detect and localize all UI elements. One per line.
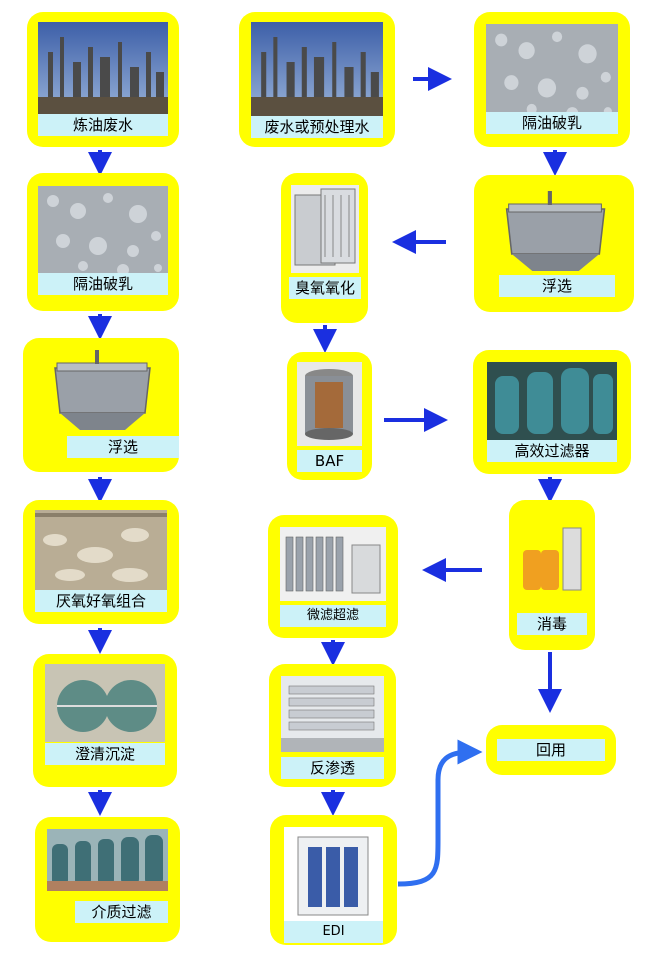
node-high-efficiency-filter: 高效过滤器 bbox=[473, 350, 631, 474]
water-droplets-photo bbox=[486, 24, 618, 122]
node-label: 废水或预处理水 bbox=[251, 116, 383, 138]
node-label: 浮选 bbox=[67, 436, 179, 458]
node-r-flotation: 浮选 bbox=[474, 175, 634, 312]
node-label: 高效过滤器 bbox=[487, 440, 617, 462]
node-reuse: 回用 bbox=[486, 725, 616, 775]
node-flotation: 浮选 bbox=[23, 338, 179, 472]
node-label: 介质过滤 bbox=[75, 901, 168, 923]
node-label: 炼油废水 bbox=[38, 114, 168, 136]
node-media-filtration: 介质过滤 bbox=[35, 817, 180, 942]
node-ozone-oxidation: 臭氧氧化 bbox=[281, 173, 368, 323]
ozone-generator-photo bbox=[291, 185, 359, 273]
reverse-osmosis-photo bbox=[281, 676, 384, 752]
node-anaerobic-aerobic: 厌氧好氧组合 bbox=[23, 500, 179, 624]
flotation-tank-photo bbox=[35, 348, 167, 438]
node-label: 回用 bbox=[497, 739, 605, 761]
refinery-photo bbox=[251, 22, 383, 122]
clarifier-photo bbox=[45, 664, 165, 742]
aeration-basin-photo bbox=[35, 510, 167, 590]
node-label: 澄清沉淀 bbox=[45, 743, 165, 765]
node-reverse-osmosis: 反渗透 bbox=[269, 664, 396, 787]
node-label: 微滤超滤 bbox=[280, 605, 386, 627]
water-droplets-photo bbox=[38, 186, 168, 278]
high-efficiency-filter-photo bbox=[487, 362, 617, 440]
node-oil-separation-demulsification: 隔油破乳 bbox=[27, 173, 179, 311]
disinfection-unit-photo bbox=[519, 520, 585, 598]
node-label: 隔油破乳 bbox=[486, 112, 618, 134]
node-disinfection: 消毒 bbox=[509, 500, 595, 650]
ultrafiltration-photo bbox=[280, 527, 386, 601]
edi-unit-photo bbox=[284, 827, 383, 921]
node-label: BAF bbox=[297, 450, 362, 472]
arrow-r10-r11-curve bbox=[397, 739, 483, 887]
node-r-oil-separation-demulsification: 隔油破乳 bbox=[474, 12, 630, 147]
node-label: 反渗透 bbox=[281, 757, 384, 779]
node-clarification: 澄清沉淀 bbox=[33, 654, 177, 787]
node-baf: BAF bbox=[287, 352, 372, 480]
node-label: 隔油破乳 bbox=[38, 273, 168, 295]
node-label: 臭氧氧化 bbox=[289, 277, 361, 299]
node-refinery-wastewater: 炼油废水 bbox=[27, 12, 179, 147]
media-filter-photo bbox=[47, 829, 168, 891]
node-label: EDI bbox=[284, 921, 383, 943]
node-label: 浮选 bbox=[499, 275, 615, 297]
node-edi: EDI bbox=[270, 815, 397, 945]
node-label: 厌氧好氧组合 bbox=[35, 590, 167, 612]
node-label: 消毒 bbox=[517, 613, 587, 635]
flotation-tank-photo bbox=[486, 189, 622, 279]
baf-reactor-photo bbox=[297, 362, 362, 446]
node-wastewater-or-pretreated: 废水或预处理水 bbox=[239, 12, 395, 147]
node-microfiltration-ultrafiltration: 微滤超滤 bbox=[268, 515, 398, 638]
refinery-photo bbox=[38, 22, 168, 122]
